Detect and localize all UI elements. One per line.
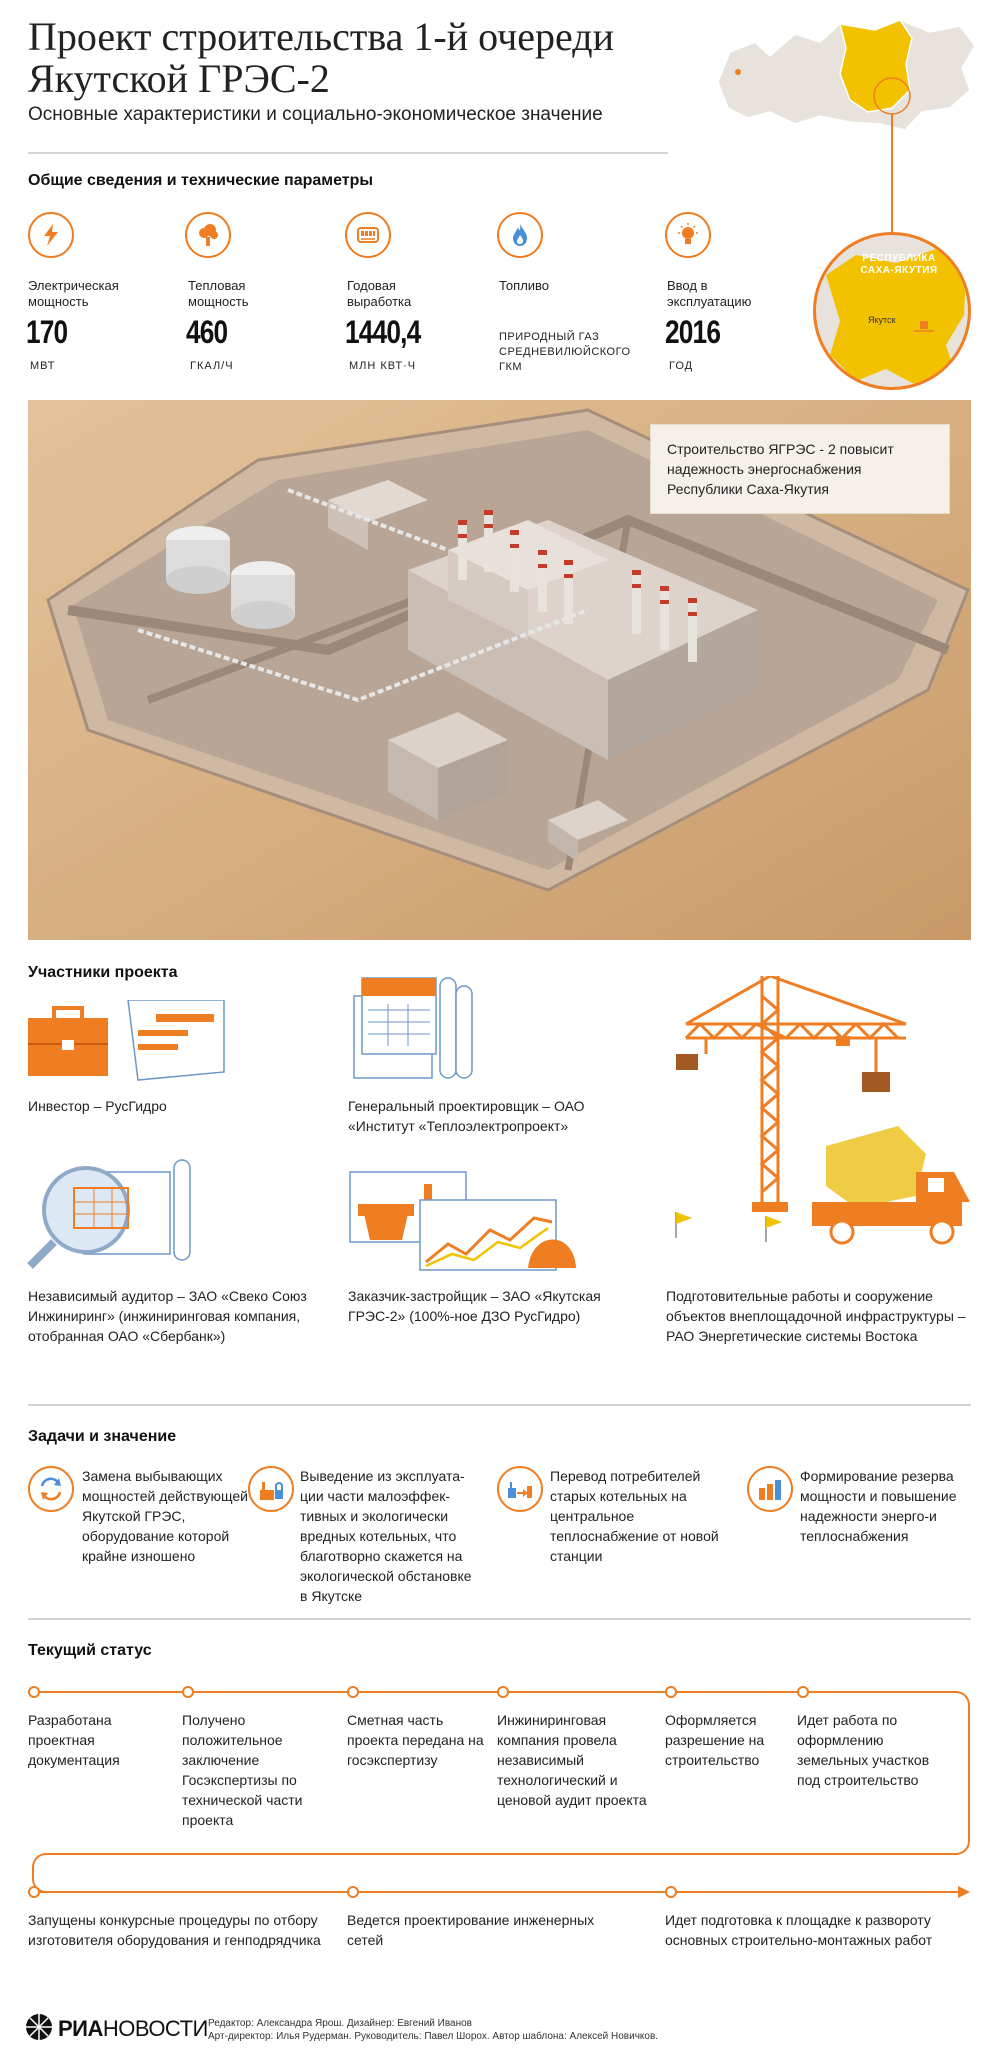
task-replace: Замена выбывающих мощностей действующей … <box>82 1468 248 1564</box>
timeline-dot <box>665 1686 677 1698</box>
task-transfer: Перевод потребителей старых котельных на… <box>550 1468 719 1564</box>
russia-map <box>717 19 976 131</box>
param-unit-heat: ГКАЛ/Ч <box>190 360 234 372</box>
status-item: Инжиниринговая компания провела независи… <box>497 1712 647 1808</box>
status-heading: Текущий статус <box>28 1642 152 1659</box>
params-heading: Общие сведения и технические параметры <box>28 172 374 189</box>
timeline-arrow-icon <box>958 1886 970 1898</box>
tasks-heading: Задачи и значение <box>28 1428 177 1445</box>
status-item: Разработана проектная документация <box>28 1712 120 1768</box>
ria-logo-icon <box>26 2014 52 2040</box>
magnifier-icon <box>27 1159 191 1269</box>
timeline-dot <box>497 1686 509 1698</box>
status-divider <box>28 1618 971 1620</box>
param-label-output: Годовая выработка <box>347 278 412 309</box>
participant-contractor: Подготовительные работы и сооружение объ… <box>666 1288 966 1344</box>
zoom-connector <box>891 114 893 246</box>
status-item: Оформляется разрешение на строительство <box>665 1712 765 1768</box>
timeline-dot <box>28 1686 40 1698</box>
moscow-dot <box>735 69 741 75</box>
header-divider <box>28 152 668 154</box>
timeline-row2-line <box>34 1891 958 1893</box>
ria-logo: РИАНОВОСТИ <box>58 2016 208 2042</box>
crane-truck-icon <box>675 976 970 1245</box>
tasks-divider <box>28 1404 971 1406</box>
param-value-fuel: ПРИРОДНЫЙ ГАЗ СРЕДНЕВИЛЮЙСКОГО ГКМ <box>499 331 631 373</box>
param-value-electric: 170 <box>26 314 68 350</box>
timeline-dot <box>28 1886 40 1898</box>
logo-rest-text: НОВОСТИ <box>102 2016 208 2041</box>
timeline-connector <box>48 1853 958 1855</box>
timeline-dot <box>347 1886 359 1898</box>
param-label-heat: Тепловая мощность <box>188 278 249 309</box>
task-decommission: Выведение из эксплуата-ции части малоэфф… <box>300 1468 472 1604</box>
participant-investor: Инвестор – РусГидро <box>28 1098 167 1114</box>
city-label: Якутск <box>868 315 896 325</box>
participant-customer: Заказчик-застройщик – ЗАО «Якутская ГРЭС… <box>348 1288 601 1324</box>
blueprint-icon <box>353 977 473 1079</box>
credits-line-2: Арт-директор: Илья Рудерман. Руководител… <box>208 2031 659 2042</box>
participants-heading: Участники проекта <box>28 964 178 981</box>
param-value-output: 1440,4 <box>345 314 421 350</box>
timeline-dot <box>797 1686 809 1698</box>
zoom-map: РЕСПУБЛИКА САХА-ЯКУТИЯ Якутск <box>813 232 971 390</box>
param-value-commission: 2016 <box>665 314 721 350</box>
page-subtitle: Основные характеристики и социально-экон… <box>28 104 603 125</box>
credits-line-1: Редактор: Александра Ярош. Дизайнер: Евг… <box>208 2018 472 2029</box>
logo-bold-text: РИА <box>58 2016 103 2041</box>
lightning-icon <box>28 212 74 258</box>
render-callout: Строительство ЯГРЭС - 2 повысит надежнос… <box>650 424 950 514</box>
meter-icon <box>345 212 391 258</box>
chart-board-icon <box>349 1171 576 1271</box>
timeline-loop-right <box>944 1691 970 1855</box>
timeline-dot <box>182 1686 194 1698</box>
param-unit-electric: МВТ <box>30 360 56 372</box>
participant-auditor: Независимый аудитор – ЗАО «Свеко Союз Ин… <box>28 1288 307 1344</box>
gas-flame-icon <box>497 212 543 258</box>
param-unit-commission: ГОД <box>669 360 694 372</box>
region-label: РЕСПУБЛИКА САХА-ЯКУТИЯ <box>860 253 938 276</box>
plant-render <box>28 400 971 940</box>
status-item: Идет работа по оформлению земельных учас… <box>797 1712 930 1788</box>
param-unit-output: МЛН КВТ·Ч <box>349 360 417 372</box>
timeline-dot <box>665 1886 677 1898</box>
status-item: Сметная часть проекта передана на госэкс… <box>347 1712 484 1768</box>
param-label-fuel: Топливо <box>499 278 550 293</box>
steam-cloud-icon <box>185 212 231 258</box>
param-value-heat: 460 <box>186 314 228 350</box>
heat-transfer-icon <box>497 1466 543 1512</box>
replace-arrows-icon <box>28 1466 74 1512</box>
yakutia-region <box>838 19 913 113</box>
param-label-electric: Электрическая мощность <box>28 278 119 309</box>
status-item: Идет подготовка к площадке к развороту о… <box>665 1912 933 1948</box>
light-bulb-icon <box>665 212 711 258</box>
param-label-commission: Ввод в эксплуатацию <box>667 278 752 309</box>
status-item: Ведется проектирование инженерных сетей <box>347 1912 595 1948</box>
page-title: Проект строительства 1-й очереди Якутско… <box>28 14 614 101</box>
participant-designer: Генеральный проектировщик – ОАО «Институ… <box>348 1098 585 1134</box>
power-reserve-icon <box>747 1466 793 1512</box>
briefcase-icon <box>28 1000 225 1081</box>
status-item: Получено положительное заключение Госэкс… <box>182 1712 303 1828</box>
status-item: Запущены конкурсные процедуры по отбору … <box>28 1912 321 1948</box>
task-reserve: Формирование резерва мощности и повышени… <box>800 1468 957 1544</box>
lock-factory-icon <box>248 1466 294 1512</box>
timeline-dot <box>347 1686 359 1698</box>
timeline-row1-line <box>34 1691 958 1693</box>
